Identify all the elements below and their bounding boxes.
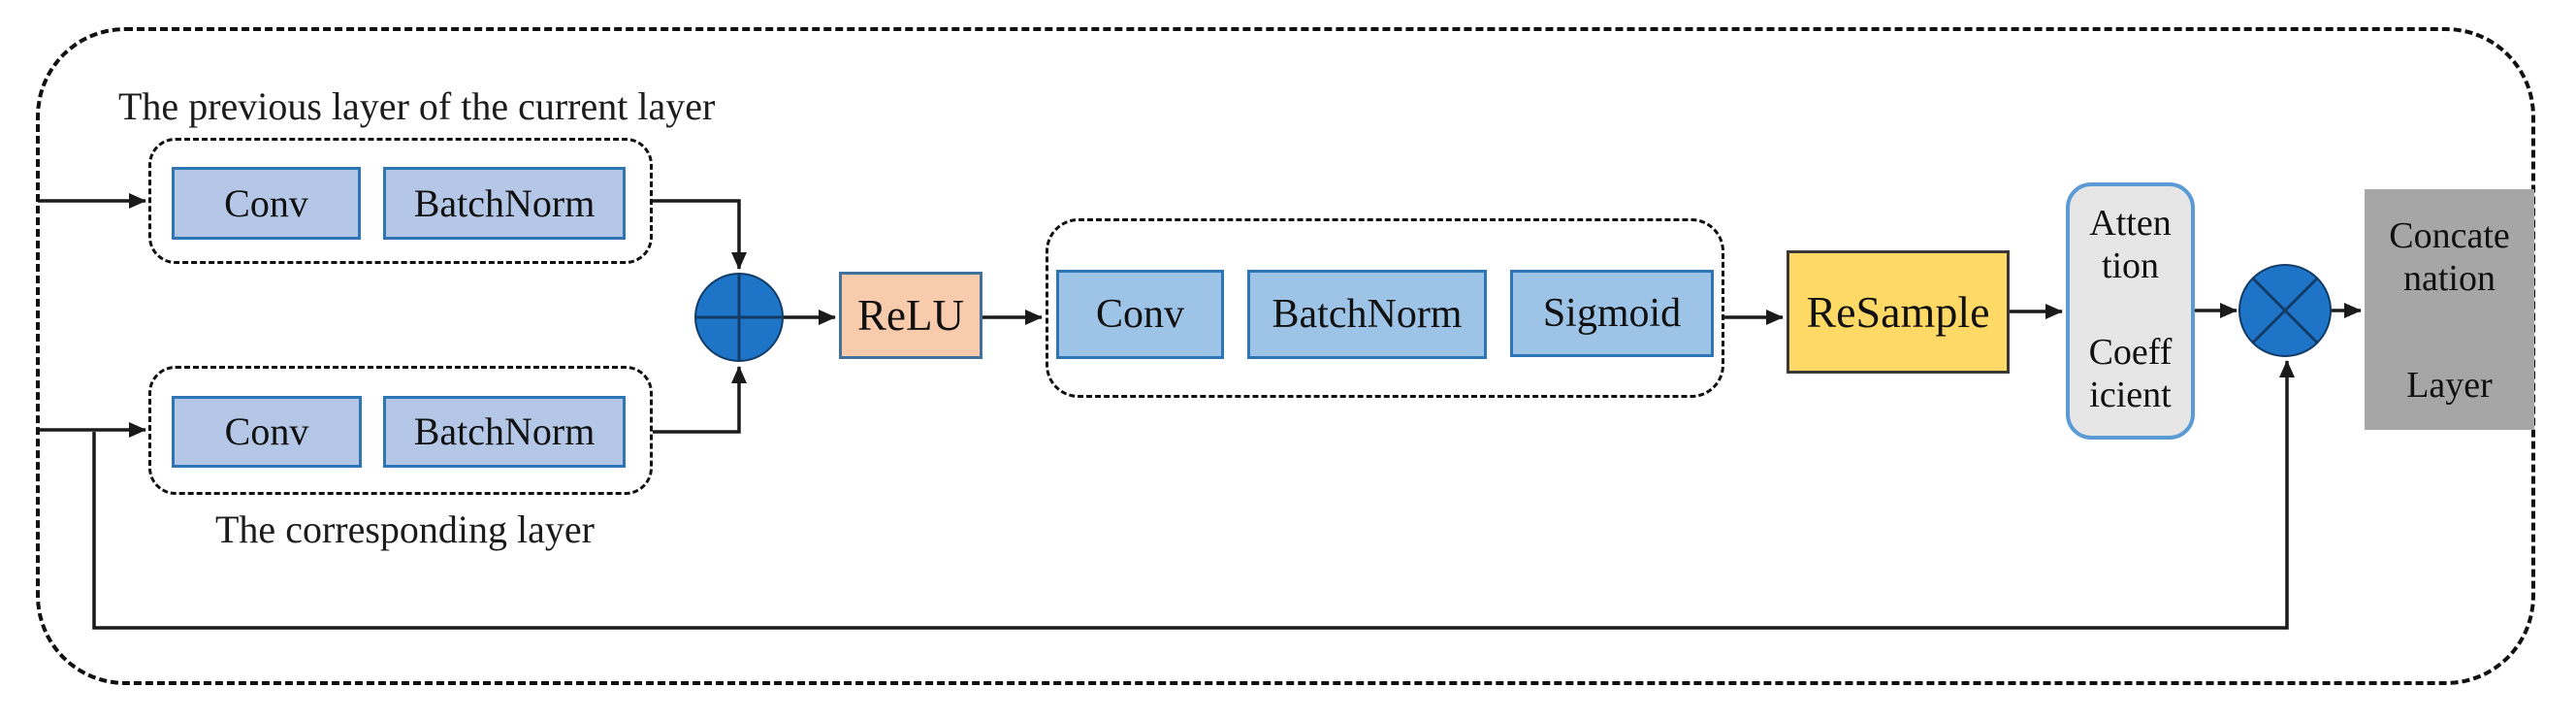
resample-box: ReSample — [1787, 250, 2010, 374]
attention-line-1: Atten — [2089, 203, 2172, 244]
corresponding-conv-box: Conv — [172, 396, 362, 468]
attention-line-3: Coeff — [2088, 332, 2173, 373]
concat-line-1: Concate — [2389, 215, 2510, 256]
gate-conv-box: Conv — [1056, 270, 1224, 359]
previous-layer-label: The previous layer of the current layer — [118, 84, 716, 128]
concat-line-3: Layer — [2406, 365, 2493, 406]
gate-sigmoid-box: Sigmoid — [1510, 270, 1714, 357]
arrow-corresponding-to-add — [653, 366, 747, 434]
previous-layer-group — [148, 138, 653, 264]
previous-batchnorm-box: BatchNorm — [383, 167, 626, 240]
gate-batchnorm-box: BatchNorm — [1247, 270, 1487, 359]
relu-box: ReLU — [839, 272, 982, 359]
concatenation-layer-box: Concate nation Layer — [2365, 189, 2534, 430]
corresponding-batchnorm-box: BatchNorm — [383, 396, 626, 468]
skip-connection-line — [92, 360, 2295, 630]
add-operator-icon — [694, 273, 784, 362]
corresponding-layer-group — [148, 366, 653, 495]
attention-line-4: icient — [2089, 375, 2172, 415]
gate-group — [1046, 218, 1724, 398]
corresponding-layer-label: The corresponding layer — [215, 507, 595, 551]
multiply-operator-icon — [2238, 264, 2332, 357]
previous-conv-box: Conv — [172, 167, 361, 240]
concat-line-2: nation — [2403, 258, 2496, 299]
attention-coefficient-box: Atten tion Coeff icient — [2066, 182, 2195, 440]
arrow-previous-to-add — [653, 199, 747, 270]
attention-line-2: tion — [2101, 245, 2160, 286]
